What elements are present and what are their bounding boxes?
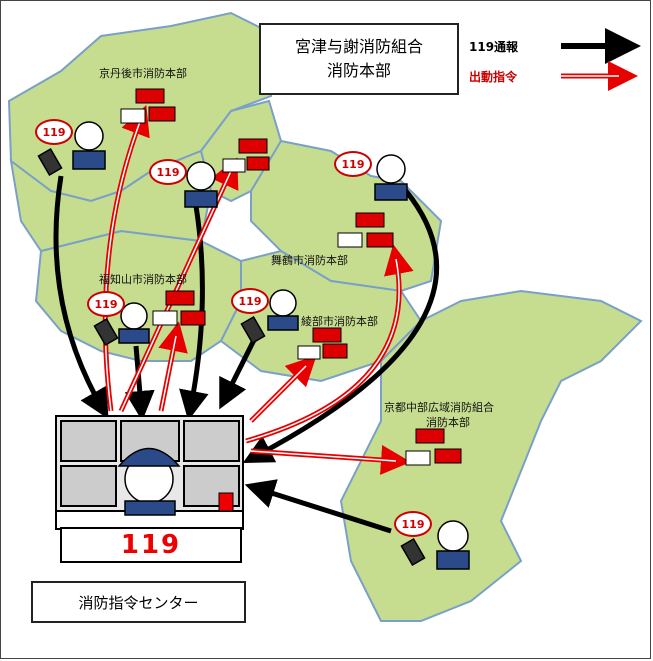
call-arrow-ayabe bbox=[219, 334, 259, 410]
label-chubu-line1: 京都中部広域消防組合 bbox=[384, 401, 494, 414]
person-phone-icon bbox=[37, 121, 470, 570]
label-maizuru: 舞鶴市消防本部 bbox=[271, 254, 348, 267]
label-ayabe: 綾部市消防本部 bbox=[301, 315, 378, 328]
call-arrow-maizuru bbox=[242, 189, 440, 464]
bubble-ayabe: 119 bbox=[231, 288, 269, 314]
label-fukuchiyama: 福知山市消防本部 bbox=[99, 273, 187, 286]
call-arrow-chubu bbox=[244, 479, 392, 534]
bubble-miyazu: 119 bbox=[149, 159, 187, 185]
bubble-kyotango: 119 bbox=[35, 119, 73, 145]
legend-call-label: 119通報 bbox=[469, 40, 519, 54]
call-arrow-kyotango bbox=[53, 175, 109, 420]
bubble-fukuchiyama: 119 bbox=[87, 291, 125, 317]
bubble-maizuru: 119 bbox=[334, 151, 372, 177]
alarm-light-icon bbox=[218, 492, 234, 512]
fire-truck-icon bbox=[135, 88, 445, 444]
bubble-chubu: 119 bbox=[394, 511, 432, 537]
label-chubu-line2: 消防本部 bbox=[426, 416, 470, 429]
ambulance-icon bbox=[120, 106, 462, 466]
center-number: 119 bbox=[120, 530, 182, 560]
miyazu-callout-line2: 消防本部 bbox=[326, 61, 391, 80]
region-chubu bbox=[339, 289, 643, 622]
dispatcher-icon bbox=[117, 447, 181, 516]
miyazu-callout-line1: 宮津与謝消防組合 bbox=[294, 37, 423, 56]
legend-dispatch-label: 出動指令 bbox=[469, 70, 518, 84]
call-arrow-miyazu bbox=[179, 205, 209, 421]
call-arrows bbox=[53, 175, 440, 534]
center-name: 消防指令センター bbox=[31, 581, 246, 623]
miyazu-callout: 宮津与謝消防組合 消防本部 bbox=[259, 23, 459, 95]
label-kyotango: 京丹後市消防本部 bbox=[99, 67, 187, 80]
